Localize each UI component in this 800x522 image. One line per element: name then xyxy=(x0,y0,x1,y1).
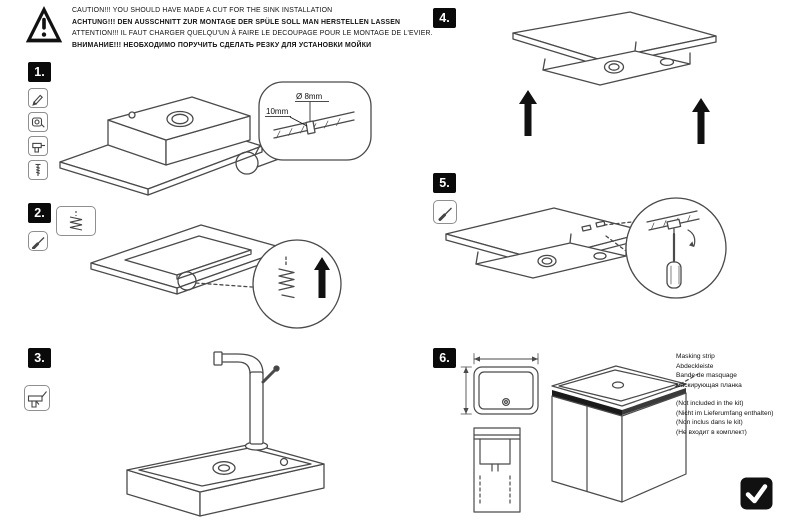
step-4-number: 4. xyxy=(433,8,456,28)
step-2-illustration xyxy=(90,224,342,329)
silicone-gun-icon xyxy=(24,385,50,411)
up-arrow-right xyxy=(692,98,710,144)
screw-icon xyxy=(28,160,48,180)
sink xyxy=(126,443,325,517)
warning-line-en: CAUTION!!! YOU SHOULD HAVE MADE A CUT FO… xyxy=(72,7,333,14)
step-2-number: 2. xyxy=(28,203,51,223)
step-5-illustration xyxy=(445,197,727,299)
screwdriver-icon xyxy=(28,231,48,251)
depth-label: 10mm xyxy=(266,107,289,116)
masking-strip-de: Abdeckleiste xyxy=(676,362,714,370)
warning-triangle-icon xyxy=(25,5,63,43)
warning-line-fr: ATTENTION!!! IL FAUT CHARGER QUELQU'UN À… xyxy=(72,30,433,37)
masking-strip-note: Masking strip Abdeckleiste Bande de masq… xyxy=(676,352,796,437)
step-1-illustration: Ø 8mm 10mm xyxy=(59,81,372,196)
masking-strip-en: Masking strip xyxy=(676,353,715,360)
step-3-number: 3. xyxy=(28,348,51,368)
masking-strip-fr: Bande de masquage xyxy=(676,372,737,379)
up-arrow-left xyxy=(519,90,537,136)
cabinet-3d-view xyxy=(551,365,699,503)
masking-strip xyxy=(552,390,622,416)
sink-section-view xyxy=(473,427,521,513)
screwdriver-callout xyxy=(603,197,727,299)
warning-text: CAUTION!!! YOU SHOULD HAVE MADE A CUT FO… xyxy=(72,5,433,51)
warning-line-ru: ВНИМАНИЕ!!! НЕОБХОДИМО ПОРУЧИТЬ СДЕЛАТЬ … xyxy=(72,41,372,49)
step-6-number: 6. xyxy=(433,348,456,368)
sink-under-counter xyxy=(542,41,691,86)
step-6-illustration xyxy=(460,353,699,513)
sink-upside-down xyxy=(107,96,251,166)
screwdriver-icon xyxy=(433,200,457,224)
not-included-ru: (Не входит в комплект) xyxy=(676,428,747,436)
countertop-with-cutout xyxy=(90,224,288,295)
diameter-label: Ø 8mm xyxy=(296,92,323,101)
step-1-number: 1. xyxy=(28,62,51,82)
masking-strip-ru: маскирующая планка xyxy=(676,381,742,389)
step-3-illustration xyxy=(126,351,325,517)
not-included-en: (Not included in the kit) xyxy=(676,400,744,407)
not-included-fr: (Non inclus dans le kit) xyxy=(676,419,743,426)
hole-dimensions: Ø 8mm 10mm xyxy=(265,92,329,127)
step-1-tools xyxy=(28,88,48,180)
drill-hole-callout xyxy=(235,81,372,175)
pencil-icon xyxy=(28,88,48,108)
faucet xyxy=(213,351,280,451)
step-5-number: 5. xyxy=(433,173,456,193)
drill-icon xyxy=(28,136,48,156)
fastener-spring-icon xyxy=(56,206,96,236)
warning-line-de: ACHTUNG!!! DEN AUSSCHNITT ZUR MONTAGE DE… xyxy=(72,18,401,26)
tape-measure-icon xyxy=(28,112,48,132)
step-4-illustration xyxy=(512,11,717,144)
up-arrow xyxy=(314,257,330,298)
not-included-de: (Nicht im Lieferumfang enthalten) xyxy=(676,409,774,417)
checkmark-icon xyxy=(740,477,773,510)
sink-top-view-dimensions xyxy=(460,353,539,415)
